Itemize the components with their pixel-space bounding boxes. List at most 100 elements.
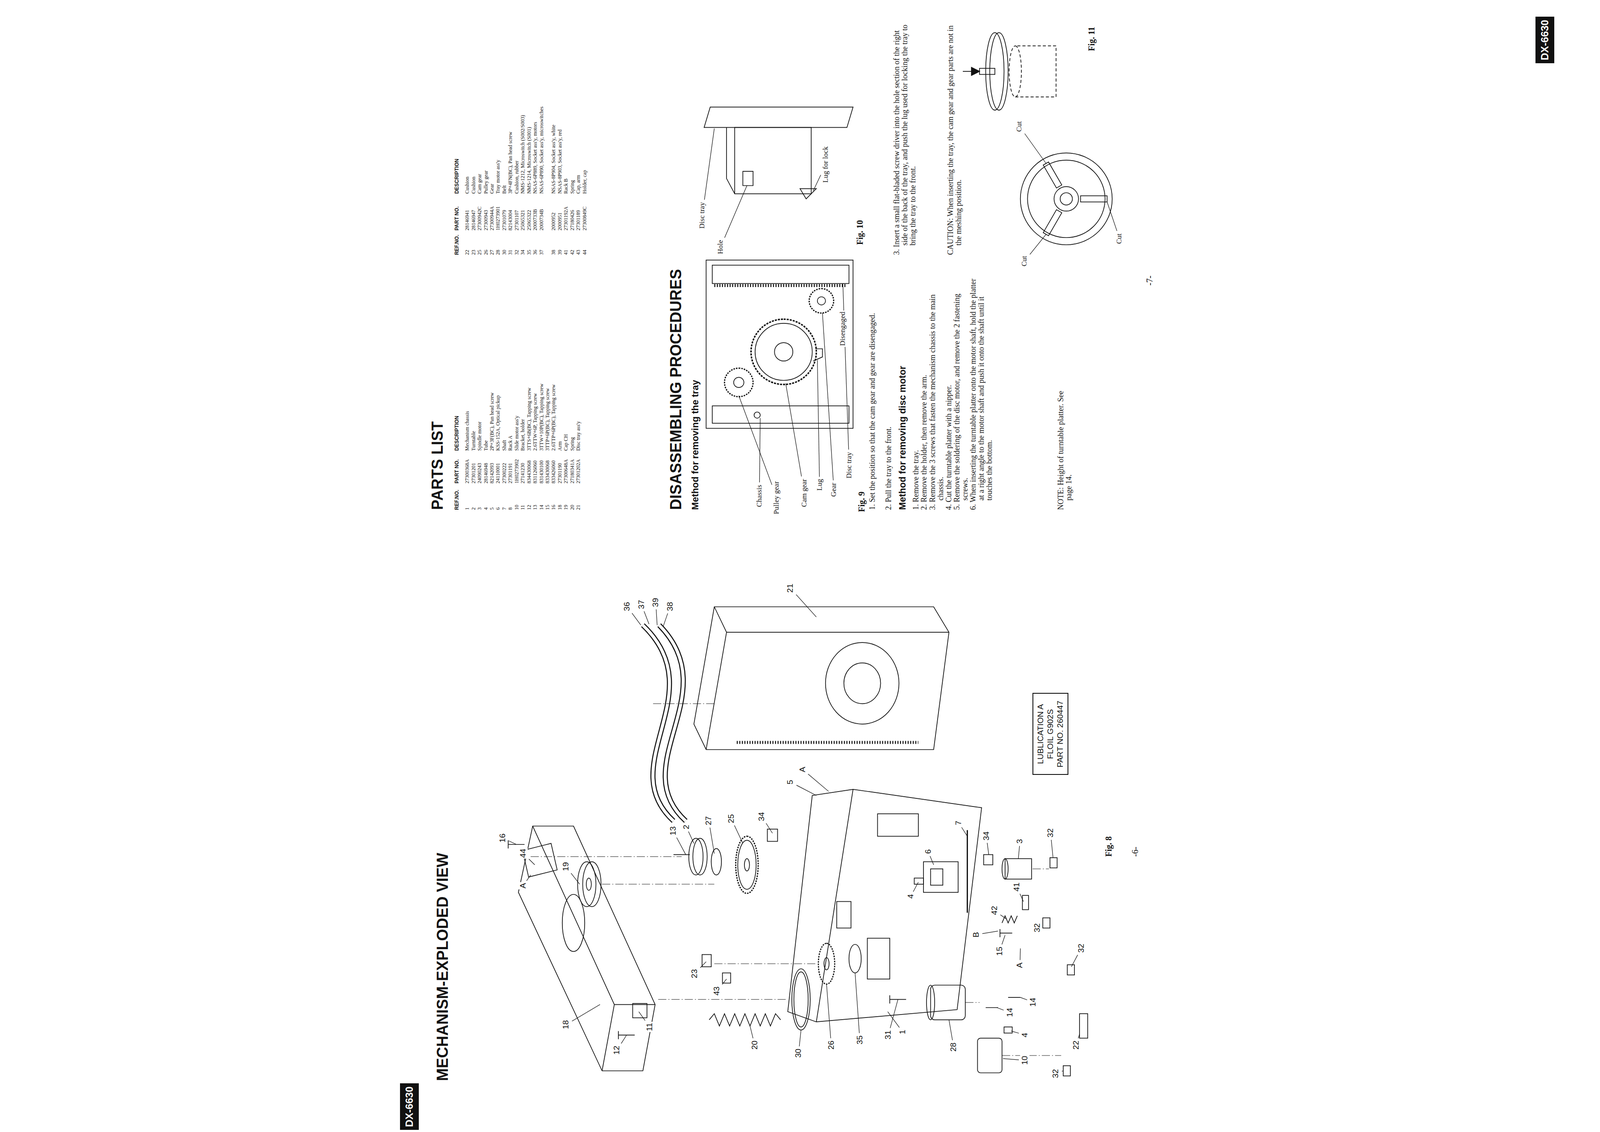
leader-line	[817, 360, 820, 477]
callout-number: 30	[793, 1048, 803, 1059]
table-cell: 18	[556, 505, 563, 511]
cam-gear-part	[737, 840, 756, 890]
chassis-part	[836, 901, 851, 929]
chassis-part	[867, 938, 891, 980]
part-label: Lug	[815, 478, 824, 492]
table-header: REF.NO.	[453, 489, 460, 510]
table-cell: 11	[519, 505, 526, 511]
callout-number: 27	[703, 815, 714, 827]
table-cell: 27300943	[482, 210, 489, 231]
table-cell: 36	[532, 250, 539, 256]
leader-line	[887, 1011, 900, 1028]
instruction-text: CAUTION: When inserting the tray, the ca…	[946, 21, 963, 256]
section-heading: MECHANISM-EXPLODED VIEW	[433, 853, 452, 1082]
table-cell: 25065322	[526, 210, 533, 231]
leader-line	[796, 594, 817, 618]
table-cell: 22	[464, 250, 471, 256]
table-cell: Cam gear	[476, 173, 483, 194]
table-cell: 24110001	[494, 463, 501, 484]
table-cell: NSAS-8P904, Socket ass'y, white	[550, 124, 557, 195]
callout-number: 14	[1028, 997, 1038, 1009]
table-cell: 6	[494, 507, 501, 511]
table-cell: 25065321	[519, 210, 526, 231]
table-cell: 10	[513, 505, 520, 511]
table-cell: Tray motor ass'y	[494, 159, 501, 195]
leader-line	[949, 1020, 953, 1041]
tray-motor-part	[926, 985, 935, 1021]
cam-gear-part	[735, 836, 759, 895]
fig11-drawing	[957, 32, 1113, 245]
pickup-part	[923, 861, 959, 893]
leader-line	[1024, 133, 1047, 164]
spindle-motor-part	[1005, 858, 1032, 880]
callout-number: A	[1014, 961, 1025, 970]
table-cell: 28146947	[470, 210, 477, 231]
leader-lines	[508, 128, 1118, 1072]
leader-line	[759, 418, 761, 483]
instruction-text: 5. Remove the soldering of the disc moto…	[952, 276, 970, 510]
table-cell: Bracket, holder	[519, 419, 526, 451]
leader-line	[1029, 234, 1046, 255]
table-cell: 27180341A	[569, 459, 576, 484]
table-cell: 28	[494, 250, 501, 256]
fig10-drawing	[734, 127, 812, 194]
leader-line	[987, 843, 989, 855]
tray-motor-part	[930, 985, 966, 1021]
table-cell: Spindle motor	[476, 421, 483, 451]
tube-part	[1003, 1027, 1012, 1034]
callout-number: 32	[1032, 922, 1042, 934]
callout-number: 1	[897, 1029, 908, 1036]
table-cell: 5	[488, 507, 495, 511]
table-cell: 12	[526, 505, 533, 511]
gear-part	[577, 861, 597, 907]
table-cell: Shaft	[501, 440, 508, 451]
disc-tray-part	[705, 606, 949, 750]
instruction-text: 3. Remove the 3 screws that fasten the m…	[928, 276, 945, 510]
part-label: Chassis	[755, 484, 764, 509]
node-text: DX-6630	[403, 1086, 416, 1128]
table-header: PART NO.	[453, 459, 460, 484]
table-cell: 24090243	[476, 463, 483, 484]
callout-number: 22	[1071, 1040, 1081, 1051]
fig10-drawing	[704, 107, 854, 128]
table-cell: 21	[575, 505, 582, 511]
leader-line	[826, 984, 831, 1039]
fig10-drawing	[726, 127, 735, 194]
table-cell: 1H0273901	[494, 206, 501, 231]
callout-number: 44	[518, 848, 528, 859]
table-cell: 27180426	[569, 210, 576, 231]
leader-line	[529, 859, 536, 865]
alignment-line	[1032, 869, 1049, 870]
fig11-drawing	[1060, 192, 1073, 206]
table-cell: 831126060	[532, 460, 539, 484]
table-cell: 27300368A	[464, 459, 471, 484]
leader-line	[799, 1030, 801, 1047]
leader-line	[1000, 914, 1006, 920]
part-label: Pulley gear	[772, 480, 781, 516]
spindle-motor-part	[1002, 858, 1009, 880]
leader-line	[766, 823, 773, 834]
table-cell: 3TTP+6P(BC), Tapping screw	[544, 388, 551, 452]
leader-line	[1011, 1031, 1019, 1034]
table-cell: Arm	[556, 441, 563, 451]
table-header: DESCRIPTION	[453, 415, 460, 451]
fig9-drawing	[724, 368, 753, 398]
fig10-drawing	[704, 107, 854, 200]
table-cell: 2000734B	[538, 209, 545, 231]
fig9-drawing	[705, 260, 853, 429]
callout-number: 36	[622, 601, 632, 612]
leader-line	[632, 613, 642, 626]
callout-number: 34	[981, 830, 992, 842]
table-cell: 27141230	[519, 463, 526, 484]
chassis-part	[787, 789, 982, 1023]
alignment-line	[652, 703, 715, 705]
part-label: Disengaged	[838, 310, 848, 347]
shaft-part	[966, 830, 968, 913]
callout-number: 13	[668, 826, 678, 837]
exploded-view	[508, 606, 1088, 1077]
callout-number: 3	[1014, 838, 1025, 845]
fig11-drawing	[971, 67, 980, 76]
spring-part	[1002, 916, 1018, 924]
screw-part	[508, 840, 525, 849]
table-cell: 26	[482, 250, 489, 256]
